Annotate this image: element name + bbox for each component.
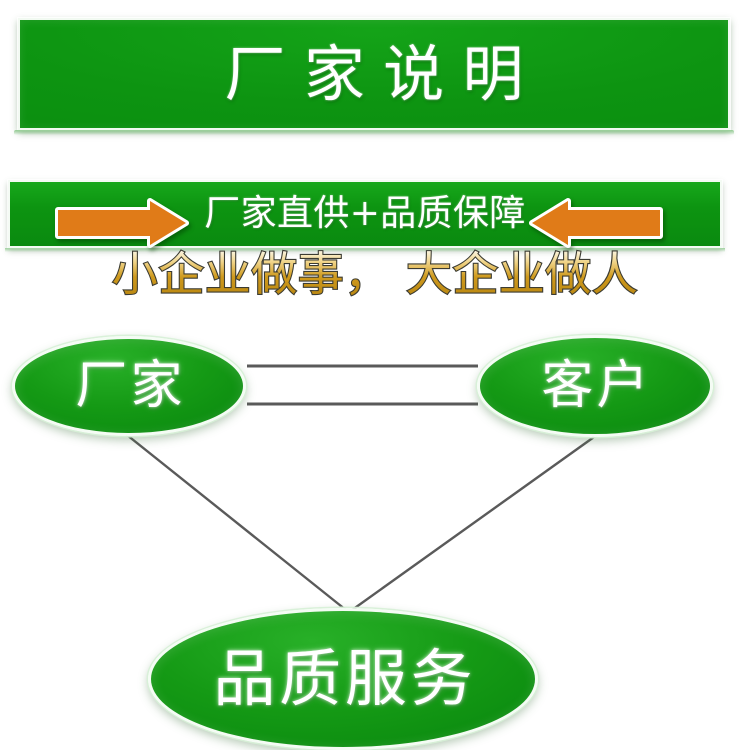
arrow-right-icon	[55, 198, 189, 248]
node-customer-label: 客户	[541, 356, 652, 416]
arrow-left-icon	[529, 198, 663, 248]
tagline-artistic-text: 小企业做事， 大企业做人	[111, 249, 639, 301]
tagline-text: 小企业做事， 大企业做人	[112, 249, 639, 301]
subtitle-banner: 厂家直供+品质保障	[5, 180, 725, 252]
connector-maker-service	[116, 426, 347, 611]
node-service[interactable]: 品质服务	[148, 608, 538, 750]
node-service-label: 品质服务	[213, 642, 477, 715]
page-title: 厂家说明	[224, 38, 542, 110]
node-maker-label: 厂家	[75, 356, 186, 416]
title-banner: 厂家说明	[14, 18, 734, 135]
tagline: 小企业做事， 大企业做人	[14, 249, 736, 301]
connector-customer-service	[351, 426, 609, 611]
subtitle-text: 厂家直供+品质保障	[204, 193, 526, 234]
node-customer[interactable]: 客户	[477, 335, 713, 437]
node-maker[interactable]: 厂家	[12, 336, 246, 436]
